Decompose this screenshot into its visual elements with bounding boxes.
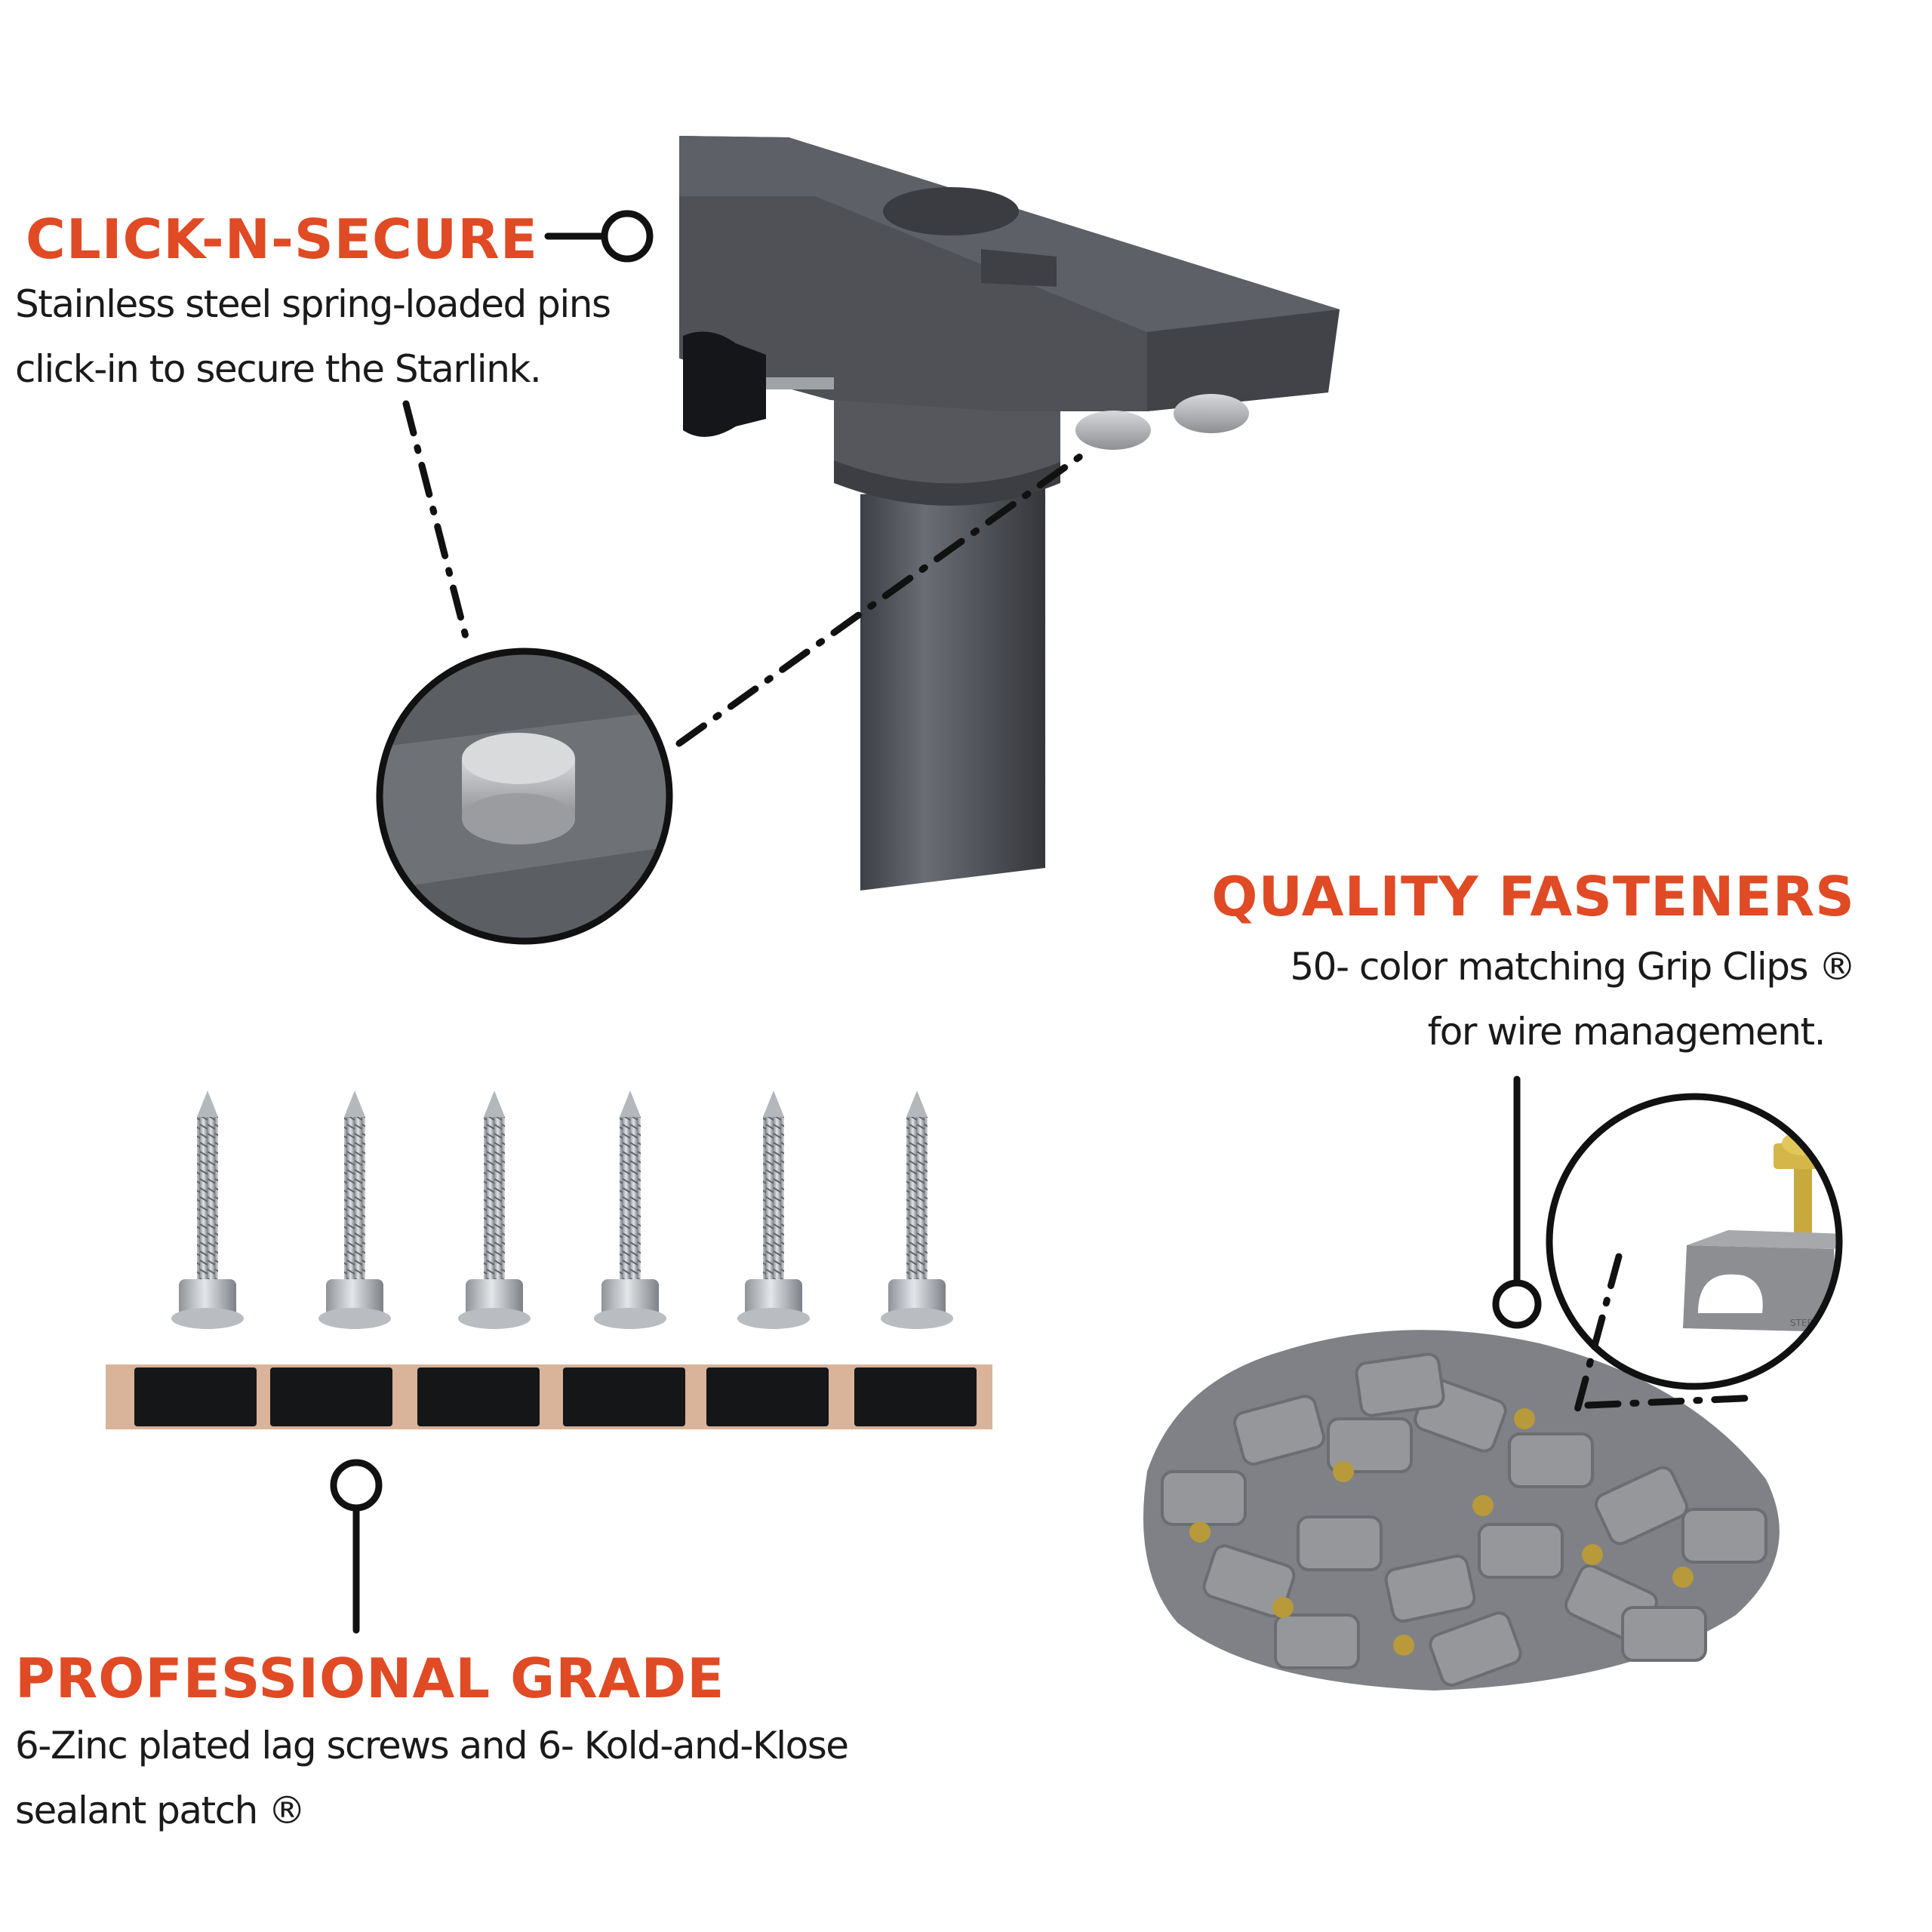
knurled-pin-inset [376, 648, 673, 945]
grip-clips-pile [1143, 1330, 1780, 1690]
quality-fasteners-description: 50- color matching Grip Clips ® for wire… [1290, 934, 1856, 1064]
click-n-secure-line-2: click-in to secure the Starlink. [15, 347, 542, 391]
professional-grade-heading: PROFESSIONAL GRADE [15, 1647, 725, 1710]
mount-illustration [679, 136, 1340, 891]
quality-fasteners-heading: QUALITY FASTENERS [1211, 865, 1855, 928]
click-n-secure-line-1: Stainless steel spring-loaded pins [15, 282, 611, 326]
lag-screw-icon [171, 1091, 244, 1329]
lag-screw-icon [318, 1091, 391, 1329]
lag-screw-icon [881, 1091, 953, 1329]
grip-clip-inset: STEREN [1546, 1093, 1843, 1390]
professional-grade-line-2: sealant patch ® [15, 1789, 306, 1832]
lag-screws [171, 1091, 953, 1329]
click-n-secure-description: Stainless steel spring-loaded pins click… [15, 272, 611, 401]
callout-connectors [330, 210, 1762, 1634]
sealant-patches [106, 1364, 992, 1429]
professional-grade-line-1: 6-Zinc plated lag screws and 6- Kold-and… [15, 1724, 849, 1767]
quality-fasteners-line-1: 50- color matching Grip Clips ® [1290, 945, 1856, 989]
lag-screw-icon [594, 1091, 666, 1329]
quality-fasteners-line-2: for wire management. [1427, 1010, 1826, 1054]
click-n-secure-heading: CLICK-N-SECURE [26, 208, 538, 271]
professional-grade-description: 6-Zinc plated lag screws and 6- Kold-and… [15, 1713, 849, 1843]
lag-screw-icon [737, 1091, 810, 1329]
lag-screw-icon [458, 1091, 531, 1329]
